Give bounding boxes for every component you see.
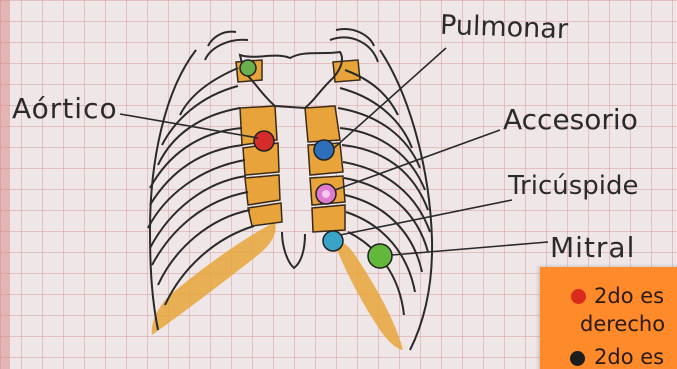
- sticky-note-line-3: 2do es: [594, 345, 664, 369]
- upper-focus-dot: [240, 60, 256, 76]
- label-aortico: Aórtico: [12, 95, 118, 123]
- black-dot-icon: [570, 351, 585, 366]
- aortic-focus-dot: [254, 131, 274, 151]
- label-pulmonar: Pulmonar: [440, 12, 569, 43]
- label-mitral: Mitral: [550, 234, 635, 262]
- paper-margin: [0, 0, 10, 369]
- accessory-focus-inner: [322, 190, 330, 198]
- sticky-note: 2do es derecho 2do es: [540, 267, 677, 369]
- tricuspid-focus-dot: [323, 231, 343, 251]
- pulmonary-focus-dot: [314, 140, 334, 160]
- mitral-focus-dot: [368, 244, 392, 268]
- red-dot-icon: [571, 289, 586, 304]
- label-tricuspide: Tricúspide: [508, 173, 639, 199]
- label-accesorio: Accesorio: [503, 106, 638, 134]
- sticky-note-line-2: derecho: [580, 312, 665, 336]
- sticky-note-line-1: 2do es: [594, 284, 664, 308]
